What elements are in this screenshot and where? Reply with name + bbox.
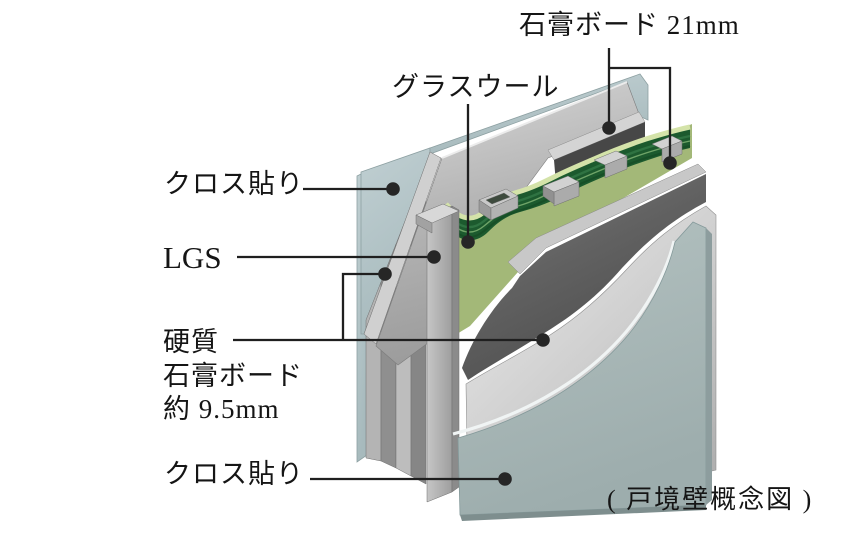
dot-glass-wool — [461, 235, 475, 249]
lgs-stud-cap-4 — [651, 135, 683, 163]
lgs-stud-main — [415, 203, 460, 503]
label-hard-gypsum-line2: 石膏ボード — [163, 360, 303, 391]
dot-gypsum21-2 — [663, 156, 677, 170]
gypsum-board-21mm-front — [462, 163, 707, 380]
dot-lgs — [427, 250, 441, 264]
dot-cloth-bottom — [498, 472, 512, 486]
lgs-studs — [415, 135, 683, 503]
label-hard-gypsum: 硬質 石膏ボード 約 9.5mm — [163, 326, 303, 427]
label-glass-wool: グラスウール — [392, 72, 560, 102]
back-cloth-panel — [356, 73, 649, 463]
leader-gypsum21-b — [609, 66, 672, 163]
label-cloth-top: クロス貼り — [164, 169, 304, 199]
label-hard-gypsum-line3: 約 9.5mm — [163, 394, 280, 424]
dot-cloth-top — [386, 182, 400, 196]
diagram-caption: ( 戸境壁概念図 ) — [607, 485, 814, 514]
leader-dots — [378, 121, 677, 486]
lgs-stud-cap-3 — [593, 150, 628, 179]
leader-lines — [233, 48, 672, 481]
dot-gypsum21-1 — [602, 121, 616, 135]
label-lgs: LGS — [163, 240, 222, 275]
label-hard-gypsum-line1: 硬質 — [163, 327, 219, 357]
lgs-stud-cap-2 — [542, 175, 580, 207]
label-cloth-bottom: クロス貼り — [164, 459, 304, 489]
dot-hard-gypsum-1 — [378, 267, 392, 281]
leader-hard-gypsum-branch — [341, 272, 385, 340]
lgs-stud-channel — [478, 188, 519, 221]
dot-hard-gypsum-2 — [536, 333, 550, 347]
front-cloth-panel — [452, 221, 712, 521]
front-panel-bottom-edge — [460, 505, 706, 521]
front-panel-right-edge — [706, 228, 712, 505]
label-gypsum-board-21mm: 石膏ボード 21mm — [519, 10, 740, 40]
